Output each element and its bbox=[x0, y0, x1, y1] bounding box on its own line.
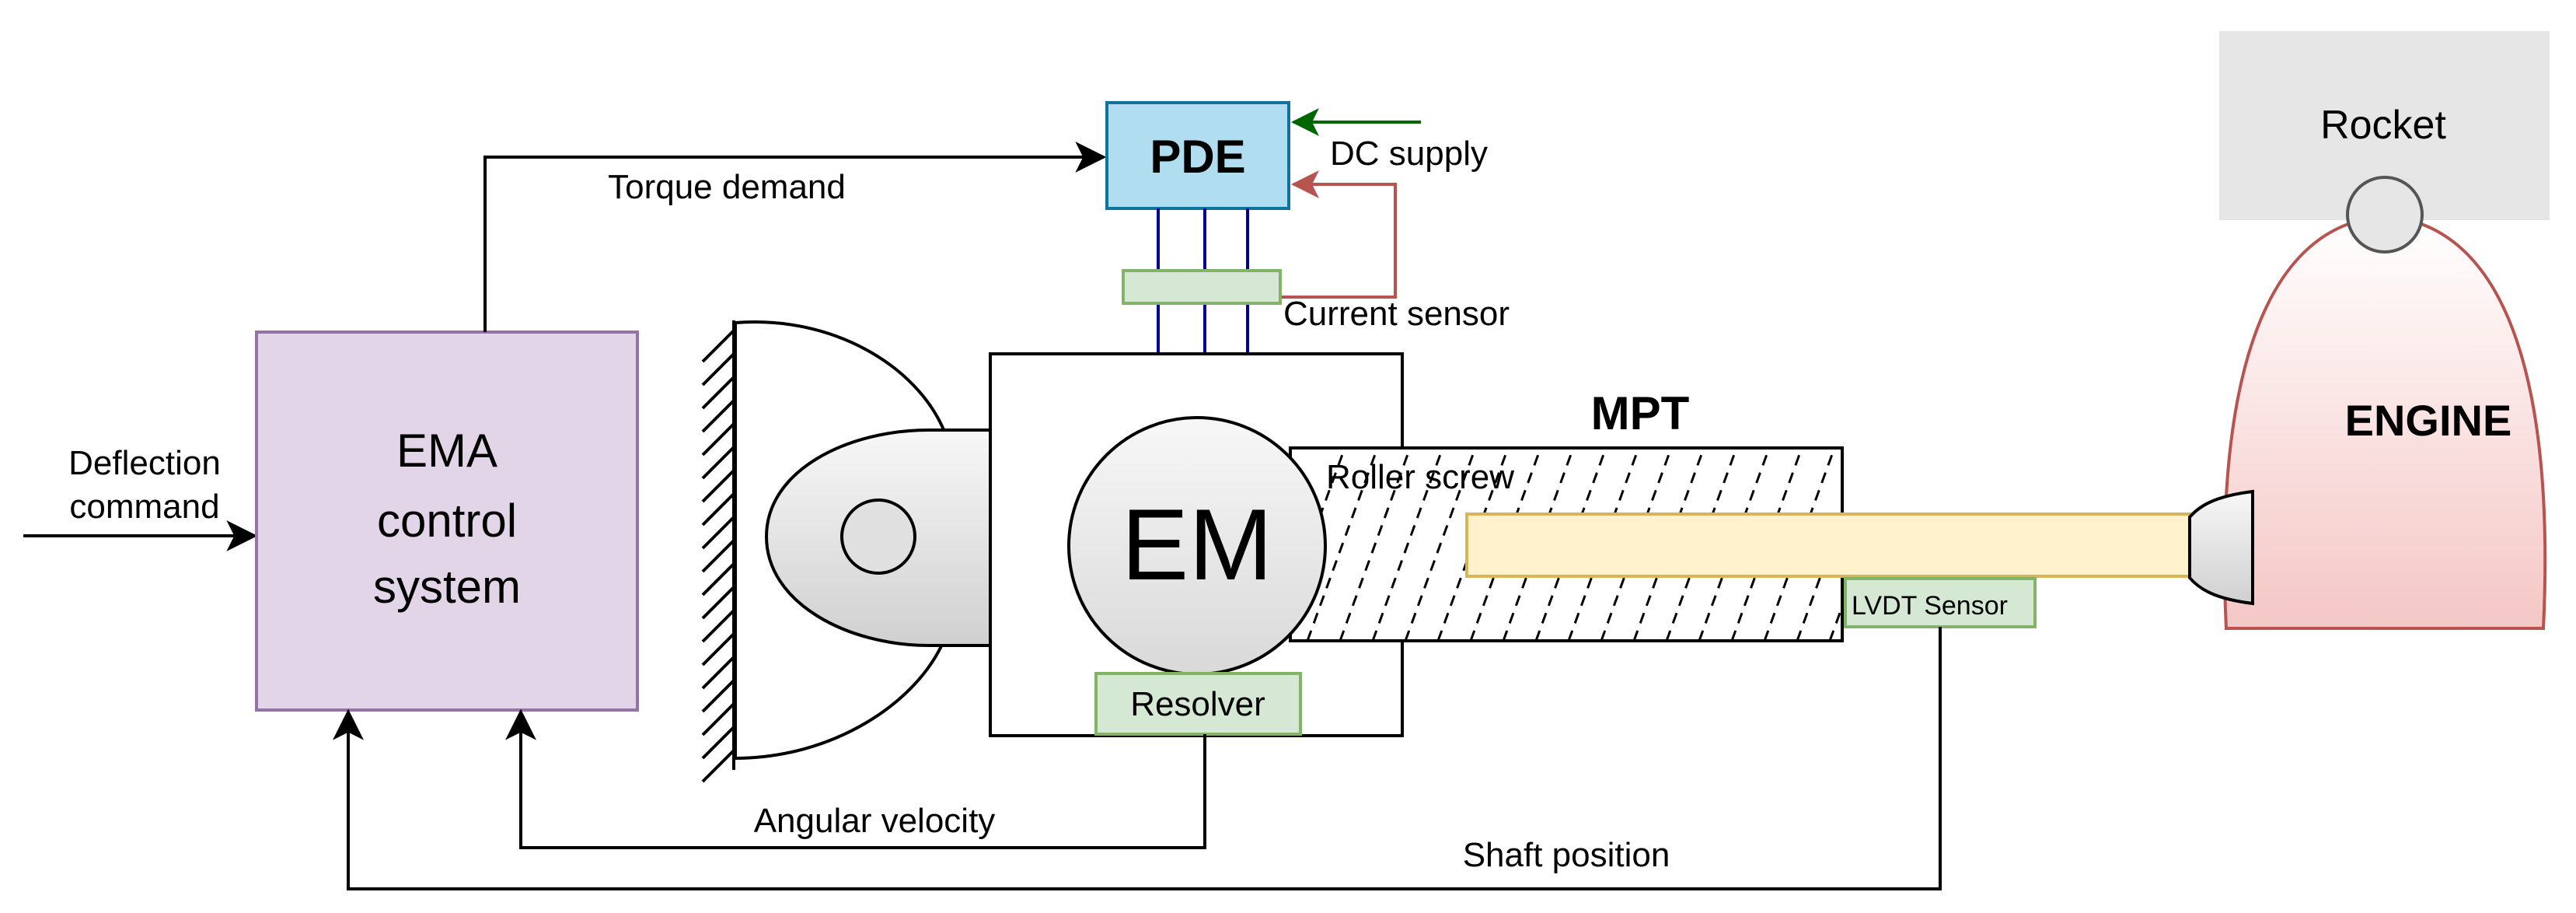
angular-velocity-label: Angular velocity bbox=[754, 802, 996, 840]
wall-hatch-line bbox=[701, 422, 735, 456]
screw-thread-line bbox=[1306, 448, 1379, 641]
roller-screw-label: Roller screw bbox=[1326, 458, 1514, 496]
mount-pin bbox=[840, 498, 916, 575]
pde-label: PDE bbox=[1150, 131, 1245, 183]
wall-hatch-line bbox=[701, 609, 735, 643]
em-label: EM bbox=[1122, 488, 1273, 601]
deflection-command-label-line2: command bbox=[69, 488, 219, 526]
shaft-position-arrow bbox=[333, 627, 1942, 890]
ema-control-system-block bbox=[255, 331, 639, 712]
output-shaft bbox=[1465, 512, 2191, 578]
wall-hatch-line bbox=[701, 539, 735, 573]
current-sensor-block bbox=[1122, 269, 1282, 305]
resolver-block bbox=[1094, 672, 1302, 736]
wall-hatch-line bbox=[701, 469, 735, 503]
current-feedback-arrow bbox=[1281, 170, 1397, 299]
screw-thread-line bbox=[1339, 448, 1412, 641]
gimbal-joint bbox=[2346, 176, 2424, 254]
rocket-label: Rocket bbox=[2320, 103, 2446, 148]
screw-thread-line bbox=[1371, 448, 1444, 641]
wall-hatch-line bbox=[701, 632, 735, 666]
wall-hatch-line bbox=[701, 446, 735, 480]
wall-hatch-line bbox=[701, 562, 735, 596]
angular-velocity-arrow bbox=[505, 708, 1206, 849]
wall-hatch-line bbox=[701, 749, 735, 783]
wall-hatch-line bbox=[701, 492, 735, 526]
wall-hatch-line bbox=[701, 586, 735, 620]
mpt-label: MPT bbox=[1591, 387, 1690, 439]
resolver-label: Resolver bbox=[1130, 685, 1265, 723]
wall-hatch-line bbox=[701, 399, 735, 433]
ground-wall bbox=[701, 320, 735, 783]
wall-hatch-line bbox=[701, 329, 735, 363]
engine-attachment bbox=[2188, 489, 2254, 606]
engine-label: ENGINE bbox=[2345, 396, 2512, 445]
lvdt-sensor-label: LVDT Sensor bbox=[1852, 591, 2008, 621]
pde-block bbox=[1105, 101, 1290, 210]
deflection-command-label-line1: Deflection bbox=[68, 444, 221, 482]
torque-demand-arrow bbox=[483, 142, 1107, 332]
wall-hatch-line bbox=[701, 656, 735, 690]
current-sensor-label: Current sensor bbox=[1283, 295, 1510, 333]
ema-label-line1: EMA bbox=[396, 425, 497, 477]
ema-label-line3: system bbox=[373, 561, 521, 613]
shaft-position-label: Shaft position bbox=[1463, 836, 1670, 874]
ema-label-line2: control bbox=[377, 495, 517, 547]
screw-thread-line bbox=[1404, 448, 1477, 641]
wall-hatch-line bbox=[701, 516, 735, 550]
wall-hatch-line bbox=[701, 352, 735, 387]
wall-hatch-line bbox=[701, 726, 735, 760]
torque-demand-label: Torque demand bbox=[608, 168, 846, 206]
wall-hatch-line bbox=[701, 702, 735, 736]
wall-hatch-line bbox=[701, 376, 735, 410]
dc-supply-label: DC supply bbox=[1330, 135, 1488, 173]
wall-hatch-line bbox=[701, 679, 735, 713]
